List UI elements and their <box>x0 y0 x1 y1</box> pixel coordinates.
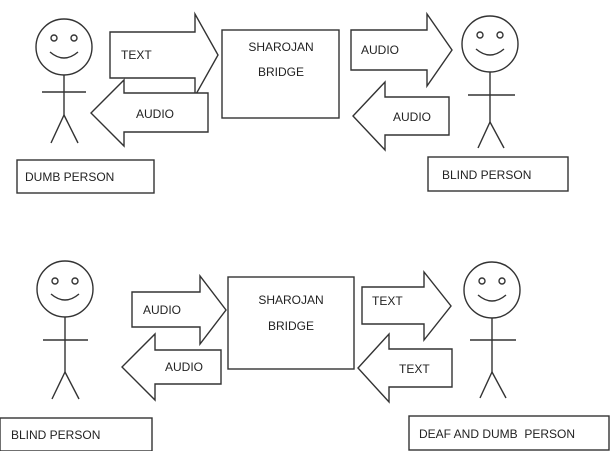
bridge-label-line2: BRIDGE <box>258 65 304 79</box>
left-person-label: BLIND PERSON <box>11 428 100 442</box>
left-person-label: DUMB PERSON <box>25 170 114 184</box>
right-person-label-box: DEAF AND DUMB PERSON <box>408 415 610 451</box>
arrow-label: TEXT <box>399 362 430 376</box>
right-stick-figure <box>461 15 519 149</box>
arrow-label: AUDIO <box>361 43 399 57</box>
left-person-label-box: DUMB PERSON <box>16 159 155 194</box>
left-stick-figure <box>35 18 93 144</box>
diagram-2: BLIND PERSON AUDIO AUDIO SHAROJAN BRIDGE… <box>0 260 610 451</box>
arrow-right-left-top: TEXT <box>109 11 219 99</box>
left-person-label-box: BLIND PERSON <box>0 417 153 451</box>
diagram-1: DUMB PERSON TEXT AUDIO SHAROJAN BRIDGE A… <box>16 11 569 194</box>
bridge-label-line2: BRIDGE <box>268 319 314 333</box>
arrow-right-right-top: TEXT <box>361 269 452 343</box>
sharojan-bridge-box: SHAROJAN BRIDGE <box>227 276 355 370</box>
right-person-label-box: BLIND PERSON <box>427 156 569 192</box>
left-stick-figure <box>36 260 94 400</box>
bridge-label-line1: SHAROJAN <box>258 293 323 307</box>
arrow-left-right-bottom: AUDIO <box>352 80 450 152</box>
bridge-label-line1: SHAROJAN <box>248 40 313 54</box>
sharojan-bridge-box: SHAROJAN BRIDGE <box>221 29 340 119</box>
arrow-label: AUDIO <box>165 360 203 374</box>
arrow-left-left-bottom: AUDIO <box>121 332 222 402</box>
arrow-label: AUDIO <box>136 107 174 121</box>
arrow-right-left-top: AUDIO <box>131 273 227 347</box>
arrow-left-left-bottom: AUDIO <box>90 78 209 148</box>
right-stick-figure <box>463 261 521 399</box>
arrow-left-right-bottom: TEXT <box>357 332 453 404</box>
arrow-right-right-top: AUDIO <box>350 11 453 89</box>
arrow-label: AUDIO <box>143 303 181 317</box>
arrow-label: AUDIO <box>393 110 431 124</box>
arrow-label: TEXT <box>121 48 152 62</box>
right-person-label: BLIND PERSON <box>442 168 531 182</box>
right-person-label: DEAF AND DUMB PERSON <box>419 427 575 441</box>
arrow-label: TEXT <box>372 294 403 308</box>
